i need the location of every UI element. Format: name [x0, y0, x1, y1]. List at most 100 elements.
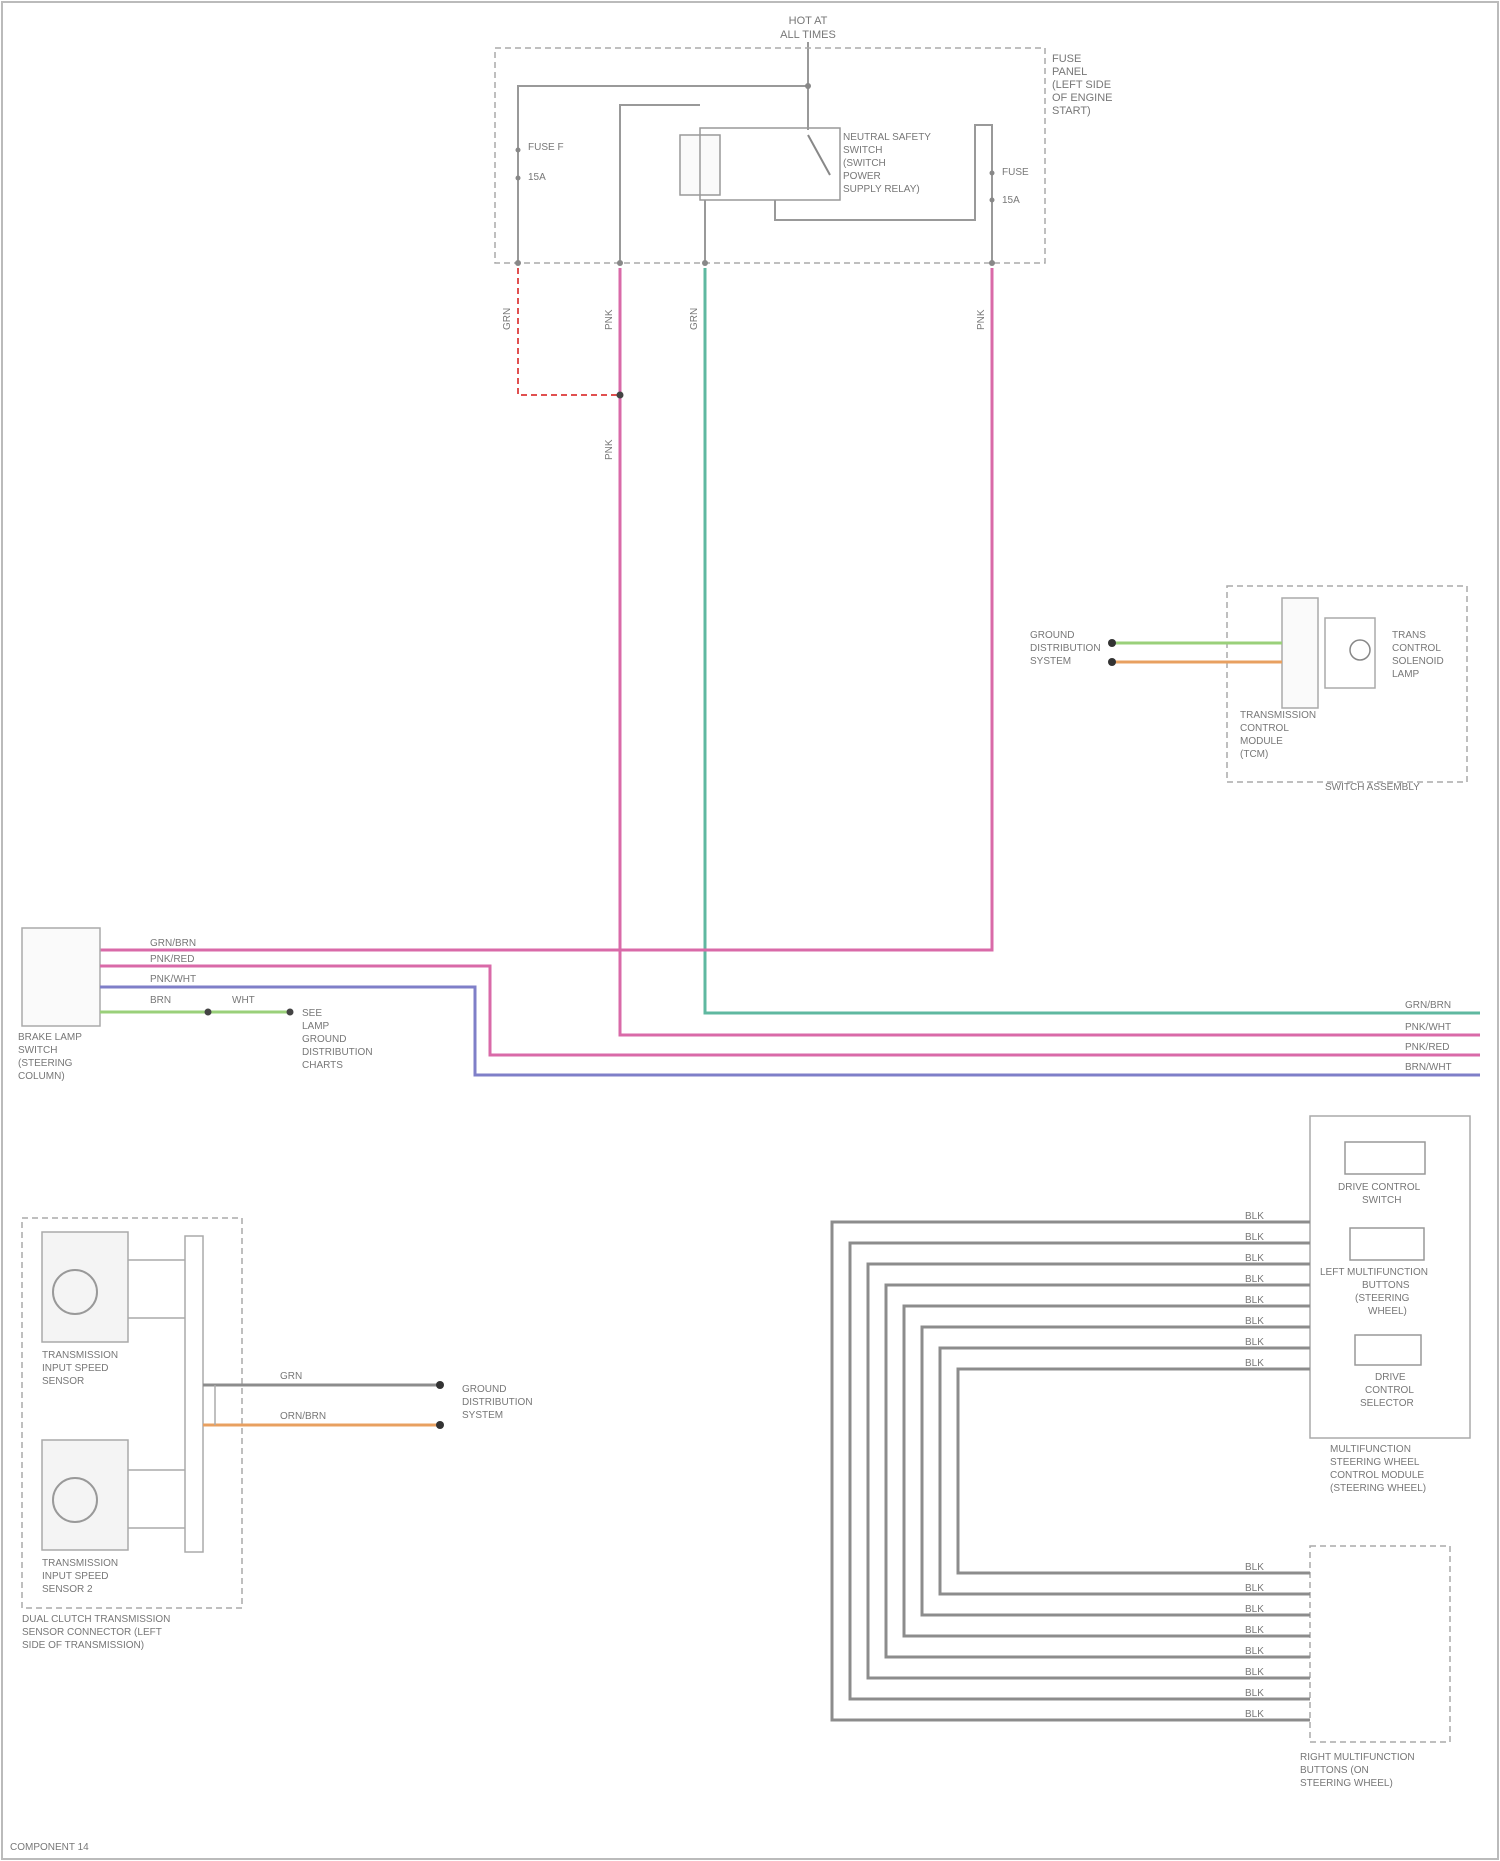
wire-tag-2: PNK [604, 309, 615, 330]
fuse-right-node-2 [990, 198, 995, 203]
sensor-right-label-2: CONTROL [1392, 643, 1441, 654]
brake-note-1: SEE [302, 1008, 322, 1019]
trans-sensor-1-label-3: SENSOR [42, 1376, 84, 1387]
bus-pin-label: BLK [1245, 1625, 1264, 1636]
ctrl-item-7: DRIVE [1375, 1372, 1406, 1383]
wire-tag-4: PNK [976, 309, 987, 330]
selector-icon [1355, 1335, 1421, 1365]
trans-sensor-2-label-1: TRANSMISSION [42, 1558, 118, 1569]
bus-pin-label: BLK [1245, 1358, 1264, 1369]
sensor-module-label-3: MODULE [1240, 736, 1283, 747]
ctrl-item-3: LEFT MULTIFUNCTION [1320, 1267, 1428, 1278]
brake-switch-label-2: SWITCH [18, 1045, 57, 1056]
splice-node [617, 392, 624, 399]
relay-label-3: (SWITCH [843, 158, 886, 169]
fuse-left-node-2 [516, 176, 521, 181]
panel-pin-2 [617, 260, 623, 266]
ctrl-item-6: WHEEL) [1368, 1306, 1407, 1317]
relay-label-5: SUPPLY RELAY) [843, 184, 920, 195]
lamp-icon [1350, 640, 1370, 660]
right-pin-2: PNK/WHT [1405, 1022, 1451, 1033]
bus-pin-label: BLK [1245, 1646, 1264, 1657]
fuse-panel-bus [518, 86, 808, 263]
brake-switch-label-3: (STEERING [18, 1058, 73, 1069]
ground-top-label-3: SYSTEM [1030, 656, 1071, 667]
top-feed-label-1: HOT AT [789, 15, 828, 27]
brake-pin-2: PNK/RED [150, 954, 194, 965]
sensor-module-label-1: TRANSMISSION [1240, 710, 1316, 721]
brake-gnd-node-1 [205, 1009, 212, 1016]
brake-note-3: GROUND [302, 1034, 346, 1045]
bus-pin-label: BLK [1245, 1253, 1264, 1264]
brake-switch-label-1: BRAKE LAMP [18, 1032, 82, 1043]
top-feed-label-2: ALL TIMES [780, 29, 836, 41]
sensor-module-label-4: (TCM) [1240, 749, 1268, 760]
fuse-left-node-1 [516, 148, 521, 153]
sensor-module-label-2: CONTROL [1240, 723, 1289, 734]
ctrl-item-1: DRIVE CONTROL [1338, 1182, 1421, 1193]
brake-pin-1: GRN/BRN [150, 938, 196, 949]
tcm-module [1282, 598, 1318, 708]
brake-pin-5: WHT [232, 995, 255, 1006]
wire-tag-5: PNK [604, 439, 615, 460]
sensor-right-label-4: LAMP [1392, 669, 1420, 680]
fuse-left-label-1: FUSE F [528, 142, 564, 153]
trans-caption-2: SENSOR CONNECTOR (LEFT [22, 1627, 162, 1638]
bus-pin-label: BLK [1245, 1337, 1264, 1348]
sensor-node-1 [1108, 639, 1116, 647]
fuse-panel-box [495, 48, 1045, 263]
mid-wire-2: ORN/BRN [280, 1411, 326, 1422]
relay-box [700, 128, 840, 200]
ctrl-top-caption-2: STEERING WHEEL [1330, 1457, 1420, 1468]
bus-pin-label: BLK [1245, 1211, 1264, 1222]
panel-pin-1 [515, 260, 521, 266]
panel-pin-3 [702, 260, 708, 266]
ground-mid-label-2: DISTRIBUTION [462, 1397, 533, 1408]
bus-wire [850, 1243, 1310, 1699]
footer-label: COMPONENT 14 [10, 1842, 89, 1853]
steering-bus: DRIVE CONTROL SWITCH LEFT MULTIFUNCTION … [832, 1116, 1470, 1789]
bus-pin-label: BLK [1245, 1562, 1264, 1573]
ctrl-item-9: SELECTOR [1360, 1398, 1414, 1409]
bus-pin-label: BLK [1245, 1667, 1264, 1678]
fuse-panel-label-2: PANEL [1052, 66, 1087, 78]
bus-pin-label: BLK [1245, 1709, 1264, 1720]
ground-top-label-2: DISTRIBUTION [1030, 643, 1101, 654]
right-pin-3: PNK/RED [1405, 1042, 1449, 1053]
trans-sensor-1-label-1: TRANSMISSION [42, 1350, 118, 1361]
fuse-right-label-2: 15A [1002, 195, 1020, 206]
trans-sensor-1-body [42, 1232, 128, 1342]
bus-wire [958, 1369, 1310, 1573]
ctrl-top-caption-1: MULTIFUNCTION [1330, 1444, 1411, 1455]
trans-sensor-1-label-2: INPUT SPEED [42, 1363, 109, 1374]
drive-switch-icon [1345, 1142, 1425, 1174]
panel-pin-4 [989, 260, 995, 266]
bus-wires: BLKBLKBLKBLKBLKBLKBLKBLKBLKBLKBLKBLKBLKB… [832, 1211, 1310, 1720]
wire-tag-1: GRN [502, 308, 513, 330]
fuse-panel-label-1: FUSE [1052, 53, 1081, 65]
right-pin-4: BRN/WHT [1405, 1062, 1452, 1073]
relay-label-2: SWITCH [843, 145, 882, 156]
ground-mid-label-3: SYSTEM [462, 1410, 503, 1421]
trans-caption-1: DUAL CLUTCH TRANSMISSION [22, 1614, 170, 1625]
bus-pin-label: BLK [1245, 1583, 1264, 1594]
trans-node-2 [436, 1421, 444, 1429]
ground-top-label-1: GROUND [1030, 630, 1074, 641]
bus-pin-label: BLK [1245, 1316, 1264, 1327]
sensor-right-label-3: SOLENOID [1392, 656, 1444, 667]
relay-label-1: NEUTRAL SAFETY [843, 132, 931, 143]
brake-note-2: LAMP [302, 1021, 330, 1032]
fuse-right-node-1 [990, 171, 995, 176]
ctrl-top-caption-3: CONTROL MODULE [1330, 1470, 1424, 1481]
brake-switch-label-4: COLUMN) [18, 1071, 65, 1082]
bus-wire [940, 1348, 1310, 1594]
sensor-box-caption: SWITCH ASSEMBLY [1325, 782, 1420, 793]
right-pin-1: GRN/BRN [1405, 1000, 1451, 1011]
fuse-panel-label-3: (LEFT SIDE [1052, 79, 1111, 91]
fuse-panel: HOT AT ALL TIMES FUSE PANEL (LEFT SIDE O… [495, 15, 1113, 266]
bus-pin-label: BLK [1245, 1274, 1264, 1285]
switch-assembly: GROUND DISTRIBUTION SYSTEM TRANS CONTROL… [1030, 586, 1467, 793]
fuse-right-label-1: FUSE [1002, 167, 1029, 178]
